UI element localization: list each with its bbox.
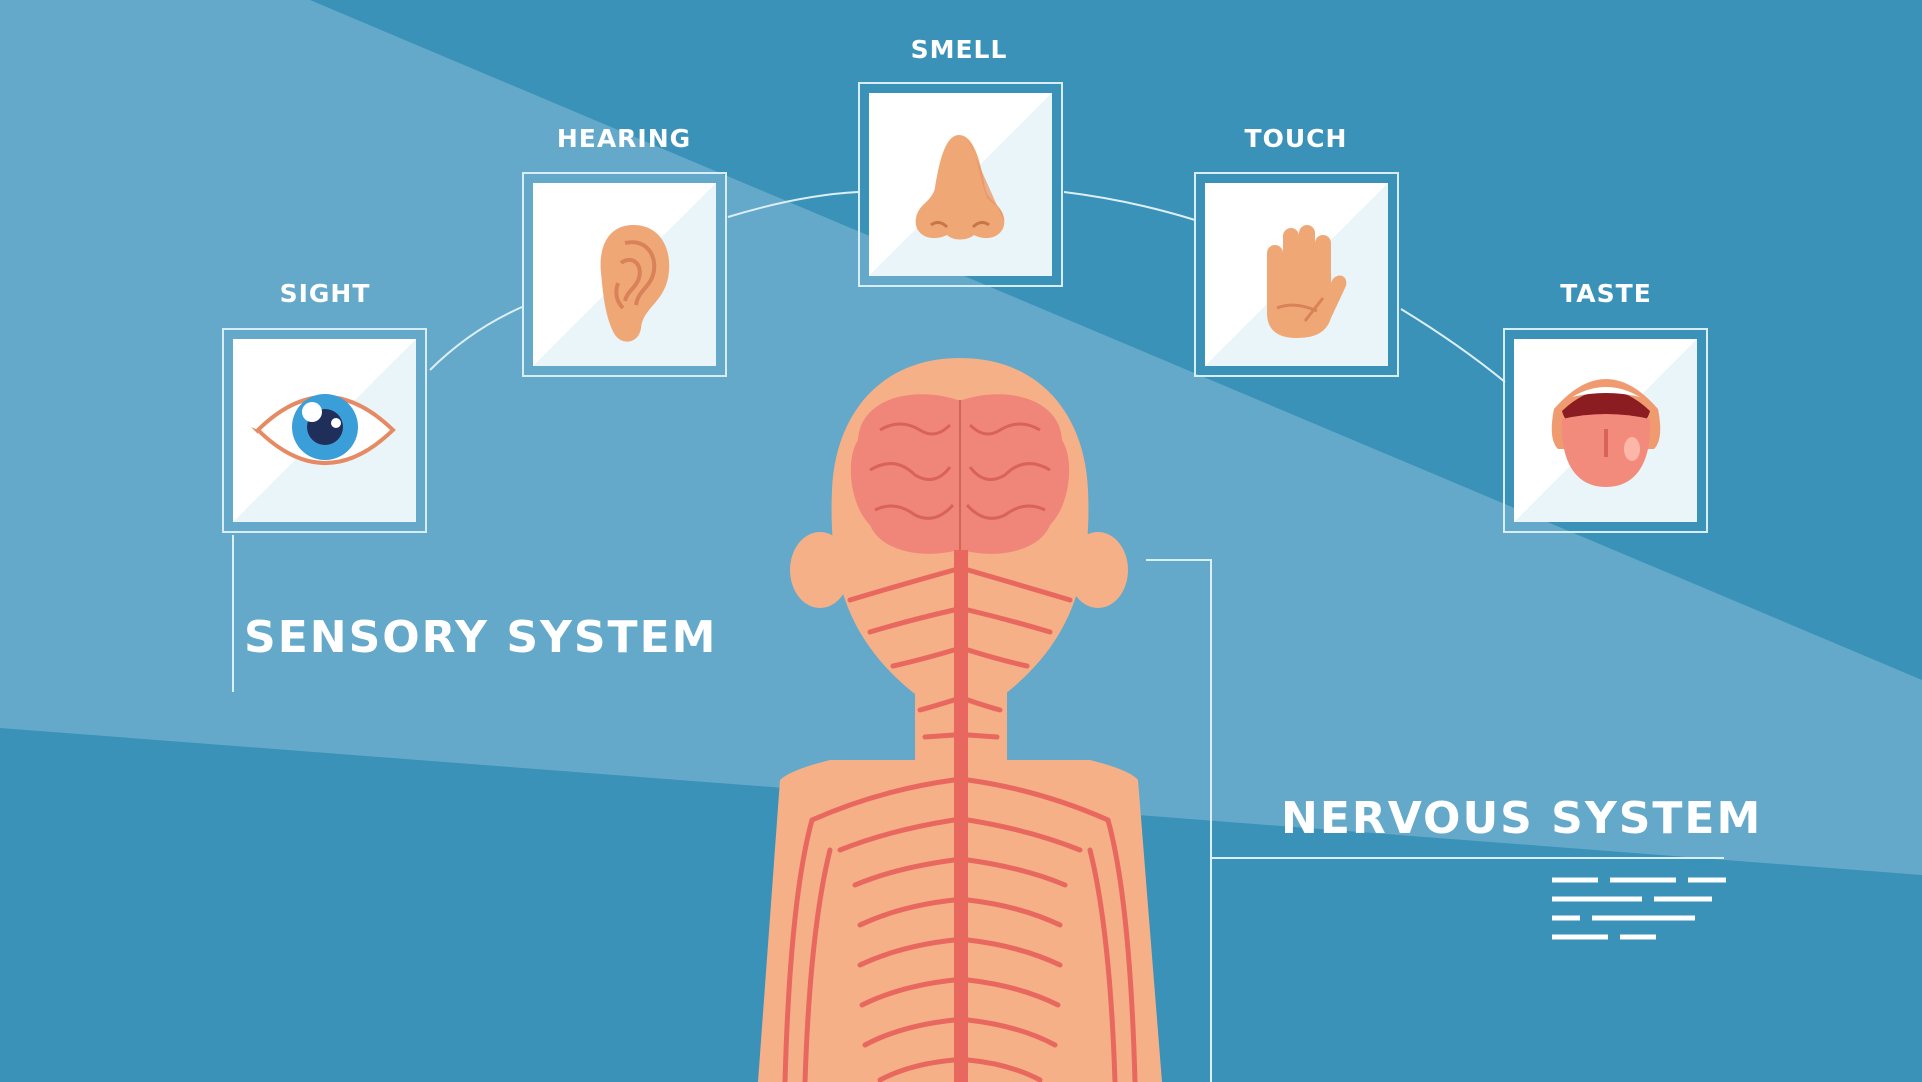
nervous-system-title: NERVOUS SYSTEM bbox=[1281, 793, 1763, 844]
sight-card bbox=[222, 328, 427, 533]
taste-card bbox=[1503, 328, 1708, 533]
mouth-icon bbox=[1551, 379, 1661, 487]
sense-label-touch: TOUCH bbox=[1244, 124, 1348, 153]
sense-label-taste: TASTE bbox=[1560, 279, 1652, 308]
brain bbox=[850, 394, 1070, 554]
smell-card bbox=[858, 82, 1063, 287]
spinal-cord bbox=[954, 550, 968, 1082]
hearing-card bbox=[522, 172, 727, 377]
touch-card bbox=[1194, 172, 1399, 377]
nose-icon bbox=[915, 135, 1005, 240]
ear-icon bbox=[600, 225, 670, 342]
eye-icon bbox=[251, 394, 396, 465]
text-placeholder-lines bbox=[1552, 877, 1726, 940]
hand-icon bbox=[1267, 225, 1347, 338]
sense-label-hearing: HEARING bbox=[556, 124, 692, 153]
sense-label-smell: SMELL bbox=[910, 35, 1008, 64]
sensory-system-title: SENSORY SYSTEM bbox=[244, 612, 718, 663]
nerve-branches bbox=[782, 567, 1138, 1082]
body-figure bbox=[758, 358, 1162, 1082]
connector-lines bbox=[232, 191, 1724, 1082]
sense-label-sight: SIGHT bbox=[279, 279, 371, 308]
